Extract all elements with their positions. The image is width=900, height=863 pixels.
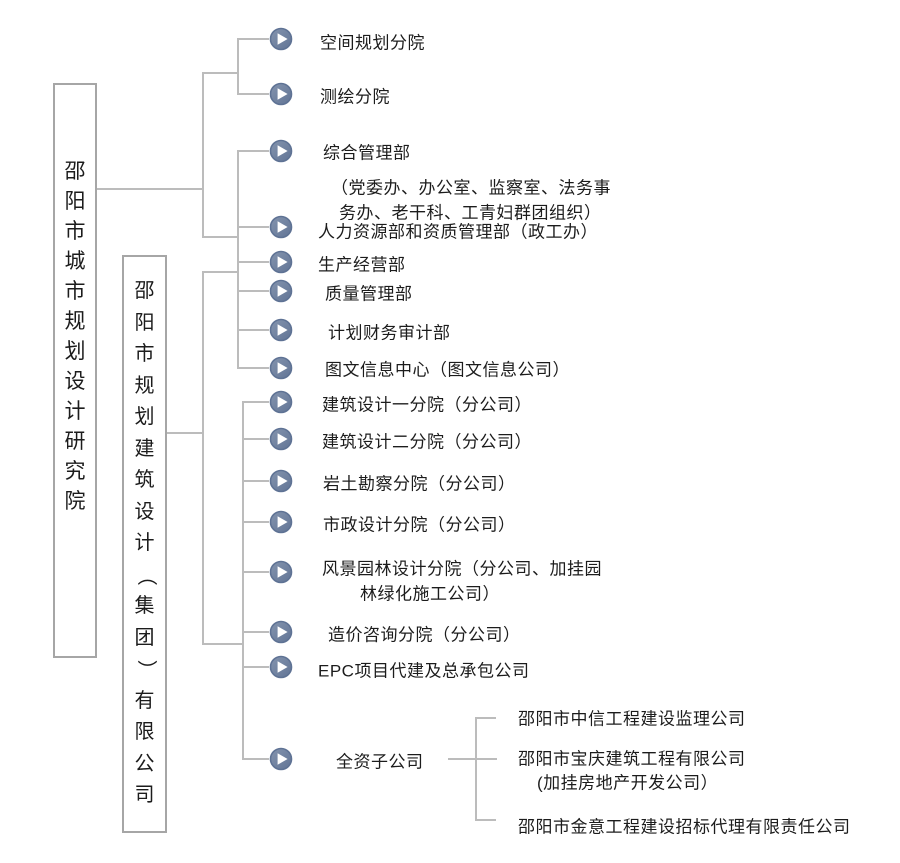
play-icon (269, 469, 293, 493)
connector-line (242, 401, 244, 760)
subsidiary-label-zhongxin-supervision: 邵阳市中信工程建设监理公司 (518, 709, 746, 729)
branch-label-quality-management: 质量管理部 (325, 284, 413, 304)
branch-label-wholly-owned-subsidiaries: 全资子公司 (336, 752, 424, 772)
connector-line (202, 271, 239, 273)
connector-line (237, 38, 269, 40)
play-icon (269, 390, 293, 414)
branch-label-general-management: 综合管理部 (323, 143, 411, 163)
play-icon (269, 655, 293, 679)
connector-line (448, 758, 497, 760)
branch-label-surveying: 测绘分院 (320, 87, 390, 107)
subsidiary-label-jinyi-bidding-agency: 邵阳市金意工程建设招标代理有限责任公司 (518, 817, 851, 837)
play-icon (269, 139, 293, 163)
org-box-group: 邵阳市规划建筑设计（集团）有限公司 (122, 255, 167, 833)
play-icon (269, 279, 293, 303)
branch-label-architectural-design-1: 建筑设计一分院（分公司） (322, 395, 532, 415)
play-icon (269, 82, 293, 106)
connector-line (166, 432, 204, 434)
connector-line (242, 401, 269, 403)
connector-line (242, 666, 269, 668)
connector-line (237, 38, 239, 95)
connector-line (242, 631, 269, 633)
branch-note-line1: （党委办、办公室、监察室、法务事 (331, 178, 611, 198)
connector-line (237, 329, 269, 331)
connector-line (475, 717, 477, 821)
connector-line (242, 521, 269, 523)
branch-label-production-operation: 生产经营部 (318, 255, 406, 275)
play-icon (269, 747, 293, 771)
connector-line (242, 758, 269, 760)
play-icon (269, 215, 293, 239)
subsidiary-label-baoqing-construction: 邵阳市宝庆建筑工程有限公司 (518, 749, 746, 769)
connector-line (202, 643, 244, 645)
play-icon (269, 318, 293, 342)
subsidiary-label-baoqing-line2: (加挂房地产开发公司） (537, 773, 719, 793)
branch-label-cost-consulting: 造价咨询分院（分公司） (328, 625, 521, 645)
branch-label-spatial-planning: 空间规划分院 (320, 33, 425, 53)
play-icon (269, 27, 293, 51)
branch-label-epc-company: EPC项目代建及总承包公司 (318, 661, 530, 681)
play-icon (269, 510, 293, 534)
connector-line (202, 236, 239, 238)
play-icon (269, 560, 293, 584)
connector-line (237, 150, 269, 152)
connector-line (202, 72, 239, 74)
branch-label-planning-finance-audit: 计划财务审计部 (328, 323, 451, 343)
play-icon (269, 356, 293, 380)
connector-line (242, 438, 269, 440)
org-box-institute: 邵阳市城市规划设计研究院 (53, 83, 97, 658)
connector-line (237, 367, 269, 369)
branch-label-graphic-info-center: 图文信息中心（图文信息公司） (325, 360, 570, 380)
connector-line (237, 261, 269, 263)
connector-line (237, 226, 269, 228)
connector-line (475, 819, 496, 821)
connector-line (202, 271, 204, 645)
branch-label-landscape-design: 风景园林设计分院（分公司、加挂园 (322, 559, 602, 579)
play-icon (269, 427, 293, 451)
branch-label-hr-qualification: 人力资源部和资质管理部（政工办） (318, 222, 598, 242)
connector-line (237, 150, 239, 369)
branch-label-architectural-design-2: 建筑设计二分院（分公司） (322, 432, 532, 452)
connector-line (242, 480, 269, 482)
connector-line (202, 72, 204, 238)
connector-line (242, 571, 269, 573)
branch-label-municipal-design: 市政设计分院（分公司） (323, 515, 516, 535)
connector-line (97, 188, 204, 190)
play-icon (269, 620, 293, 644)
branch-note-line2: 务办、老干科、工青妇群团组织） (339, 203, 602, 223)
branch-label-geotechnical-survey: 岩土勘察分院（分公司） (323, 474, 516, 494)
connector-line (475, 717, 496, 719)
connector-line (237, 290, 269, 292)
play-icon (269, 250, 293, 274)
connector-line (237, 93, 269, 95)
branch-label-landscape-design-line2: 林绿化施工公司） (360, 584, 500, 604)
